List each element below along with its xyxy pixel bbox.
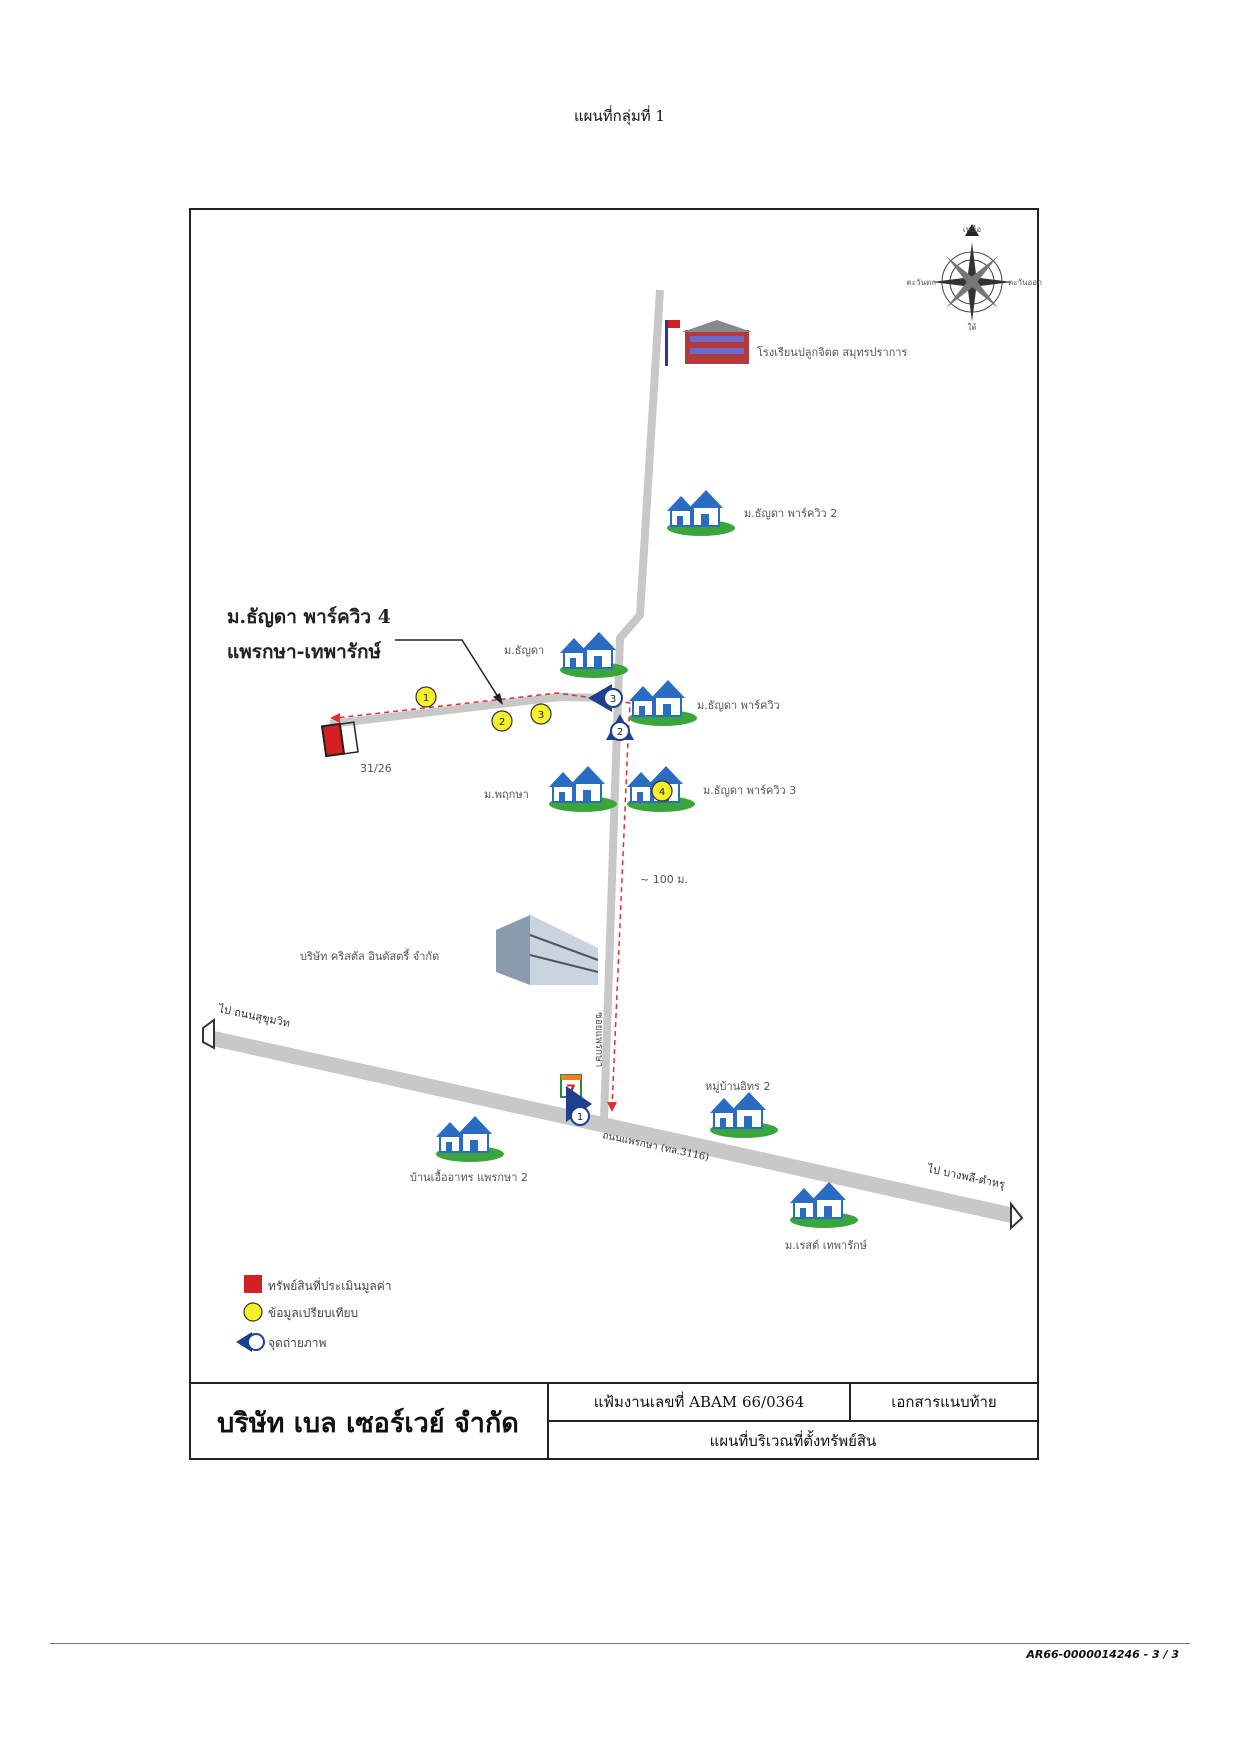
route-arrowhead [330,713,340,723]
photo-number: 1 [577,1112,583,1123]
photo-number: 3 [610,694,616,705]
branch-road [329,692,611,728]
compass-east: ตะวันออก [1008,278,1042,287]
label-factory: บริษัท คริสตัล อินดัสตรี้ จำกัด [300,950,440,963]
compass-south: ใต้ [967,323,976,332]
title-block: บริษัท เบล เซอร์เวย์ จำกัด แฟ้มงานเลขที่… [189,1382,1039,1460]
label-village-park2: ม.ธัญดา พาร์ควิว 2 [744,507,838,520]
legend-subject-label: ทรัพย์สินที่ประเมินมูลค่า [268,1279,392,1293]
house-icon-ua [435,1115,505,1163]
route-arrowhead-bottom [607,1102,617,1112]
label-distance: ~ 100 ม. [640,873,688,886]
label-village-thanyada: ม.ธัญดา [504,644,545,657]
comparable-number: 3 [538,710,544,721]
compass-rose [932,224,1012,322]
photo-point-1[interactable]: 1 [566,1086,592,1126]
label-village-ua: บ้านเอื้ออาทร แพรกษา 2 [410,1171,528,1184]
label-village-parkview: ม.ธัญดา พาร์ควิว [697,699,780,712]
file-number: แฟ้มงานเลขที่ ABAM 66/0364 [549,1384,851,1422]
legend-photo-label: จุดถ่ายภาพ [268,1336,327,1350]
footer-divider [50,1643,1190,1644]
callout-arrowhead [493,693,503,705]
label-plot-no: 31/26 [360,762,392,775]
house-icon-nuttakarn [709,1091,779,1139]
house-icon-parkview [628,679,698,727]
page-header: แผนที่กลุ่มที่ 1 [574,107,665,125]
comparable-number: 1 [423,693,429,704]
comparable-marker-1[interactable]: 1 [415,686,437,708]
legend-comparable-label: ข้อมูลเปรียบเทียบ [268,1306,359,1320]
house-icon-sarin [789,1181,859,1229]
road-label-sukhumvit: ไป ถนนสุขุมวิท [216,1002,291,1030]
callout-line-2: แพรกษา-เทพารักษ์ [227,641,382,663]
arrow-west [202,1018,215,1050]
photo-point-3[interactable]: 3 [588,684,623,712]
legend-comparable-swatch [243,1302,263,1322]
map-frame [189,208,1039,1460]
road-label-soi: ซอยแพรกษา [593,1012,604,1067]
compass-north: เหนือ [963,225,981,234]
main-road [210,1030,1015,1224]
arrow-east [1010,1201,1024,1231]
label-village-pruksa: ม.พฤกษา [484,788,529,801]
compass-west: ตะวันตก [907,278,937,287]
soi-road [600,289,664,1121]
school-icon [665,320,752,366]
photo-number: 2 [617,727,623,738]
comparable-marker-2[interactable]: 2 [491,710,513,732]
comparable-number: 4 [659,787,665,798]
callout-leader [395,639,501,701]
house-icon-park2 [666,489,736,537]
callout-line-1: ม.ธัญดา พาร์ควิว 4 [227,606,391,628]
map-title: แผนที่บริเวณที่ตั้งทรัพย์สิน [709,1432,877,1450]
legend-subject-swatch [244,1275,262,1293]
company-name: บริษัท เบล เซอร์เวย์ จำกัด [189,1384,549,1460]
subject-outline [339,721,359,755]
house-icon-pruksa [548,765,618,813]
footer-reference: AR66-0000014246 - 3 / 3 [1026,1648,1179,1661]
road-label-bangphli: ไป บางพลี-ตำหรุ [925,1162,1006,1191]
comparable-number: 2 [499,717,505,728]
label-school: โรงเรียนปลูกจิตต สมุทรปราการ [757,346,908,359]
comparable-marker-4[interactable]: 4 [651,780,673,802]
legend-photo-swatch [236,1332,265,1352]
comparable-marker-3[interactable]: 3 [530,703,552,725]
label-village-nuttakarn: หมู่บ้านอิทร 2 [705,1080,771,1093]
route-line [335,692,631,1109]
document-type: เอกสารแนบท้าย [851,1384,1037,1422]
photo-point-2[interactable]: 2 [606,714,634,741]
factory-icon [496,915,599,985]
label-village-sarin: ม.เรสต์ เทพารักษ์ [785,1239,868,1252]
label-village-park3: ม.ธัญดา พาร์ควิว 3 [703,784,797,797]
